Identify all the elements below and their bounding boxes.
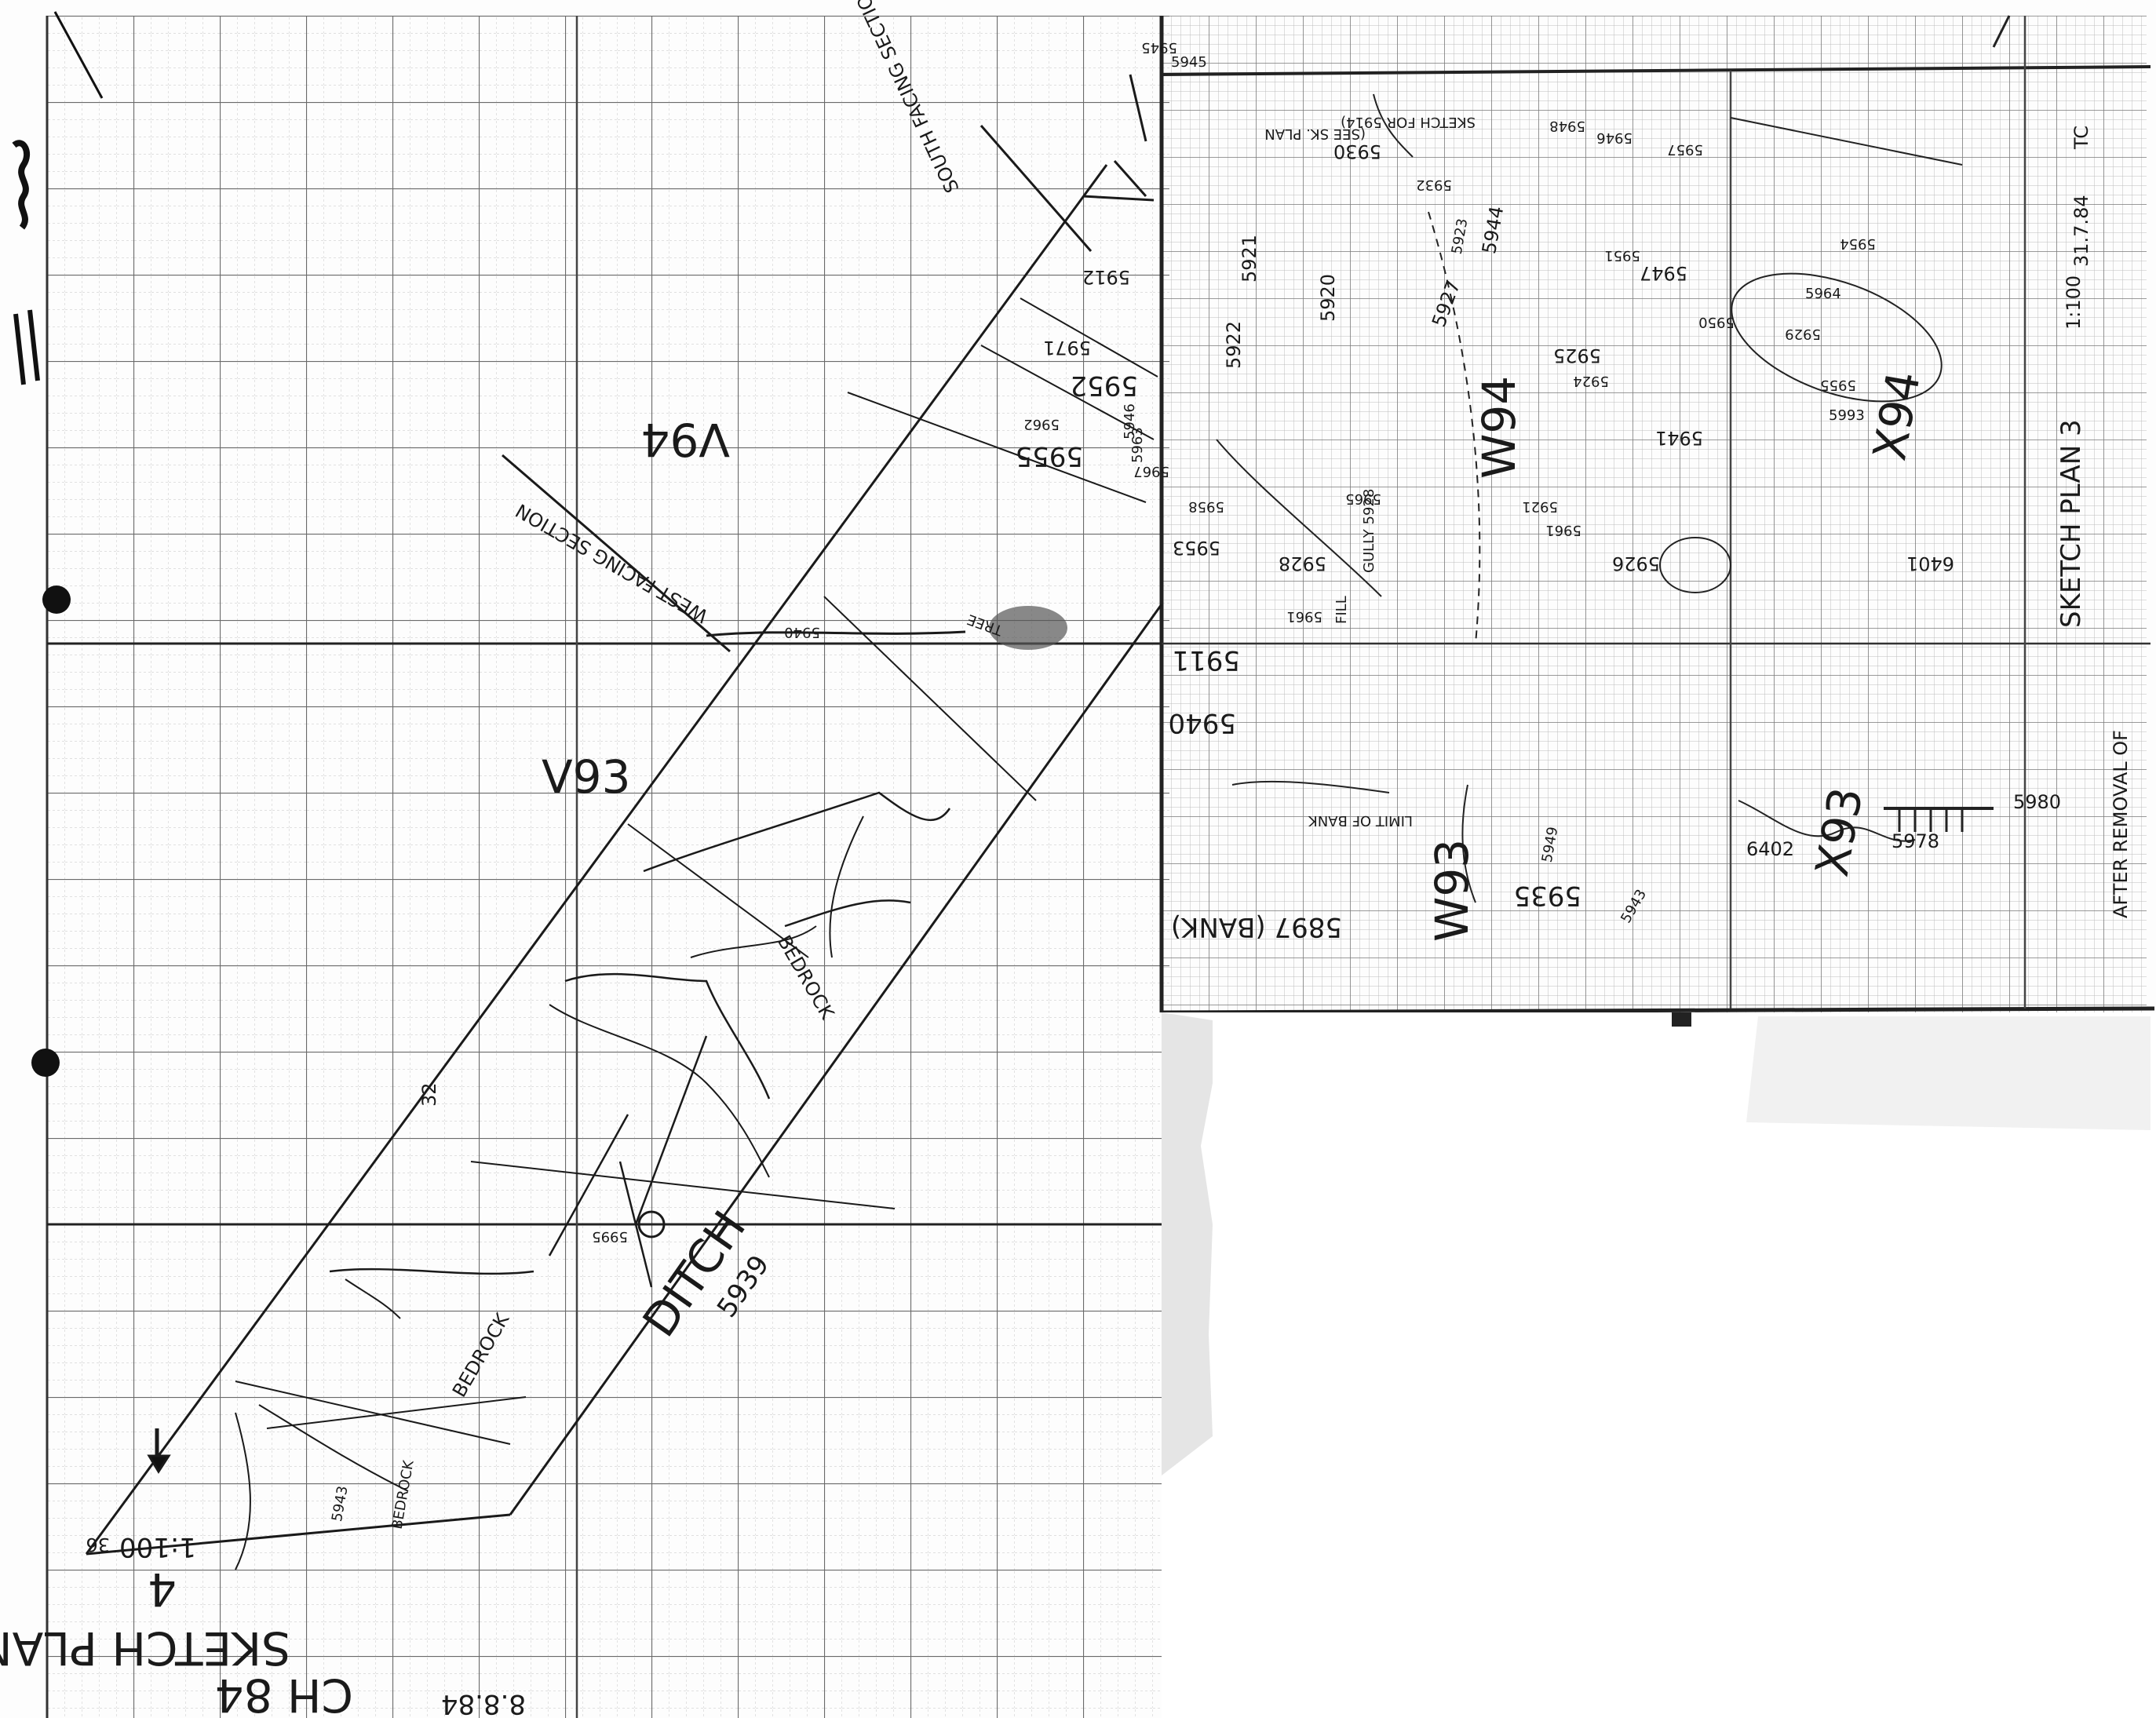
grid-label-36: 36 [86, 1534, 110, 1556]
r-feature-5947: 5947 [1640, 262, 1687, 284]
r-feature-5922: 5922 [1223, 321, 1245, 369]
r-feature-5948: 5948 [1549, 118, 1585, 134]
left-date: 8.8.84 [441, 1688, 526, 1718]
r-feature-5980: 5980 [2013, 791, 2061, 813]
bedrock-label-2: BEDROCK [448, 1309, 514, 1401]
r-feature-5951: 5951 [1604, 247, 1640, 264]
r-feature-5961-a: 5961 [1545, 522, 1581, 538]
limit-of-bank-label: LIMIT OF BANK [1308, 812, 1413, 829]
right-sketch-plan-title: SKETCH PLAN 3 [2056, 419, 2087, 628]
r-feature-5965: 5965 [1345, 491, 1381, 507]
south-facing-section-label: SOUTH FACING SECTION [846, 0, 963, 196]
feature-5940: 5940 [784, 624, 820, 640]
r-feature-5921-a: 5921 [1239, 235, 1260, 283]
site-code: CH 84 [215, 1669, 353, 1718]
see-sk-plan-note: (SEE SK. PLAN [1264, 126, 1366, 142]
right-sheet-features [1216, 15, 2011, 903]
area-v93: V93 [542, 750, 630, 804]
tree-label: TREE [965, 611, 1006, 639]
r-feature-5950: 5950 [1698, 314, 1735, 330]
r-feature-5927: 5927 [1428, 277, 1465, 330]
sketch-for-note: SKETCH FOR 5914) [1341, 114, 1476, 130]
left-scale: 1:100 [119, 1531, 196, 1563]
r-feature-5930: 5930 [1333, 140, 1381, 162]
feature-5952: 5952 [1070, 370, 1138, 401]
r-feature-5946: 5946 [1596, 129, 1633, 146]
r-feature-5949: 5949 [1539, 826, 1562, 864]
feature-5945-left: 5945 [1141, 39, 1177, 56]
right-date: 31.7.84 [2070, 195, 2092, 267]
r-feature-6401: 6401 [1906, 553, 1954, 574]
feature-5943: 5943 [329, 1485, 352, 1523]
feature-5962: 5962 [1023, 416, 1060, 432]
left-sketch-plan-title: SKETCH PLAN [0, 1621, 290, 1675]
r-feature-5921-b: 5921 [1522, 498, 1558, 515]
area-x94: X94 [1862, 367, 1931, 465]
right-sheet-grid [1159, 16, 2156, 1718]
tree-feature [989, 606, 1067, 650]
r-feature-6402: 6402 [1746, 838, 1794, 860]
r-feature-5911: 5911 [1172, 644, 1240, 676]
ditch-trench [85, 74, 1163, 1570]
r-feature-5961-b: 5961 [1286, 608, 1322, 625]
r-feature-5935: 5935 [1513, 880, 1581, 911]
right-initials: TC [2070, 126, 2092, 150]
r-feature-5926: 5926 [1612, 553, 1660, 574]
r-feature-5955: 5955 [1820, 377, 1856, 393]
r-feature-5920: 5920 [1317, 274, 1339, 322]
fill-label: FILL [1333, 596, 1350, 624]
r-feature-5940: 5940 [1168, 707, 1236, 739]
feature-5955: 5955 [1015, 440, 1083, 472]
feature-5946-left: 5946 [1122, 403, 1138, 440]
area-x93: X93 [1805, 783, 1873, 881]
bedrock-label-1: BEDROCK [773, 932, 839, 1023]
r-feature-5932: 5932 [1416, 177, 1452, 193]
r-feature-5953: 5953 [1173, 537, 1220, 559]
r-feature-5924: 5924 [1573, 373, 1609, 389]
punch-hole-bottom [31, 1049, 60, 1077]
punch-hole-top [42, 585, 71, 614]
r-feature-5943: 5943 [1618, 887, 1650, 926]
bedrock-label-3: BEDROCK [389, 1458, 418, 1530]
r-feature-5928: 5928 [1279, 553, 1326, 574]
r-feature-5964: 5964 [1805, 286, 1841, 302]
right-note: AFTER REMOVAL OF [2110, 730, 2132, 918]
feature-5995: 5995 [592, 1228, 628, 1245]
r-feature-5925: 5925 [1553, 345, 1601, 367]
r-feature-5944: 5944 [1478, 205, 1508, 256]
left-sheet-grid [46, 16, 1169, 1718]
r-feature-5941: 5941 [1655, 427, 1703, 449]
r-feature-5967: 5967 [1133, 463, 1169, 480]
left-sheet-number: 4 [148, 1563, 177, 1616]
r-feature-5958: 5958 [1188, 498, 1224, 515]
r-feature-5923: 5923 [1449, 217, 1472, 256]
gully-label: GULLY 5928 [1361, 489, 1377, 573]
r-feature-5929: 5929 [1785, 326, 1821, 342]
area-v94: V94 [641, 413, 730, 466]
r-feature-5978: 5978 [1892, 830, 1939, 852]
r-feature-5945: 5945 [1171, 54, 1207, 71]
r-feature-5957: 5957 [1667, 141, 1703, 158]
right-scale: 1:100 [2063, 275, 2085, 330]
feature-5912: 5912 [1082, 266, 1130, 288]
r-feature-5954: 5954 [1840, 235, 1876, 252]
area-w94: W94 [1472, 376, 1526, 479]
area-w93: W93 [1425, 839, 1479, 942]
feature-5963: 5963 [1129, 427, 1146, 463]
bank-5897-label: 5897 (BANK) [1171, 911, 1342, 943]
r-feature-5993: 5993 [1829, 407, 1865, 424]
feature-5971: 5971 [1043, 337, 1091, 359]
west-facing-section-label: WEST FACING SECTION [512, 499, 712, 627]
grid-label-32: 32 [418, 1082, 440, 1107]
